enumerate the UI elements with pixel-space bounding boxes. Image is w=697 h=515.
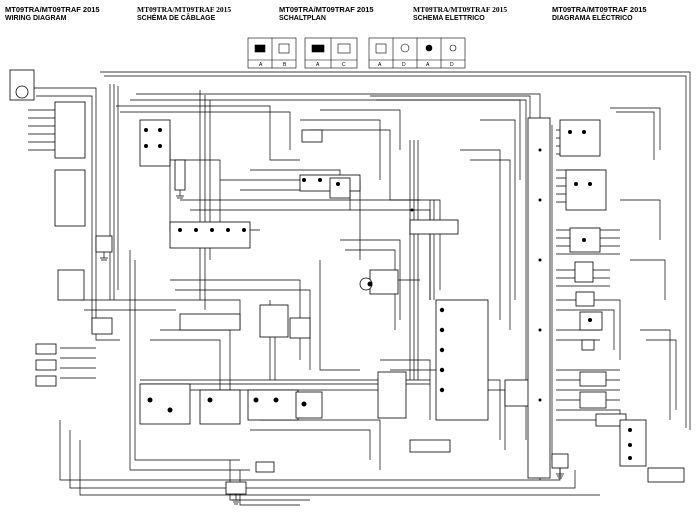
legend-group-3: A D A D: [368, 37, 466, 69]
model-title: MT09TRA/MT09TRAF 2015: [5, 5, 100, 14]
sensor-block: [409, 219, 459, 235]
legend-label: D: [402, 62, 406, 68]
tail-connector: [619, 419, 647, 467]
relay-unit: [54, 169, 86, 227]
legend-label: A: [316, 62, 320, 68]
legend-label: A: [378, 62, 382, 68]
instrument-harness: [527, 117, 551, 479]
license-light: [647, 467, 685, 483]
diagram-title: WIRING DIAGRAM: [5, 15, 67, 22]
fuse-box: [54, 101, 86, 159]
model-title: MT09TRA/MT09TRAF 2015: [137, 5, 232, 14]
legend-label: B: [283, 62, 287, 68]
header-spanish: MT09TRA/MT09TRAF 2015 DIAGRAMA ELÉCTRICO: [552, 5, 647, 23]
diagram-title: DIAGRAMA ELÉCTRICO: [552, 15, 633, 22]
connector-legend: A B A C A D A D: [247, 37, 466, 69]
model-title: MT09TRA/MT09TRAF 2015: [552, 5, 647, 14]
ecu-connector: [169, 221, 251, 249]
injector-block: [139, 383, 191, 425]
header-english: MT09TRA/MT09TRAF 2015 WIRING DIAGRAM: [5, 5, 100, 23]
ground-symbols: [100, 190, 564, 505]
legend-label: C: [342, 62, 346, 68]
legend-label: D: [450, 62, 454, 68]
fuse: [174, 159, 186, 191]
legend-group-1: A B: [247, 37, 297, 69]
model-title: MT09TRA/MT09TRAF 2015: [279, 5, 374, 14]
header-french: MT09TRA/MT09TRAF 2015 SCHÉMA DE CÂBLAGE: [137, 5, 231, 23]
header-german: MT09TRA/MT09TRAF 2015 SCHALTPLAN: [279, 5, 374, 23]
header-italian: MT09TRA/MT09TRAF 2015 SCHEMA ELETTRICO: [413, 5, 507, 23]
legend-group-2: A C: [304, 37, 358, 69]
model-title: MT09TRA/MT09TRAF 2015: [413, 5, 508, 14]
main-switch: [139, 119, 171, 167]
terminals: [144, 128, 632, 460]
handlebar-switch: [559, 119, 601, 157]
legend-label: A: [426, 62, 430, 68]
diagram-title: SCHÉMA DE CÂBLAGE: [137, 15, 216, 22]
ecu-main: [435, 299, 489, 421]
components: [9, 69, 685, 495]
diagram-title: SCHEMA ELETTRICO: [413, 15, 485, 22]
diagram-title: SCHALTPLAN: [279, 15, 326, 22]
legend-label: A: [259, 62, 263, 68]
coil-pack: [377, 371, 407, 419]
